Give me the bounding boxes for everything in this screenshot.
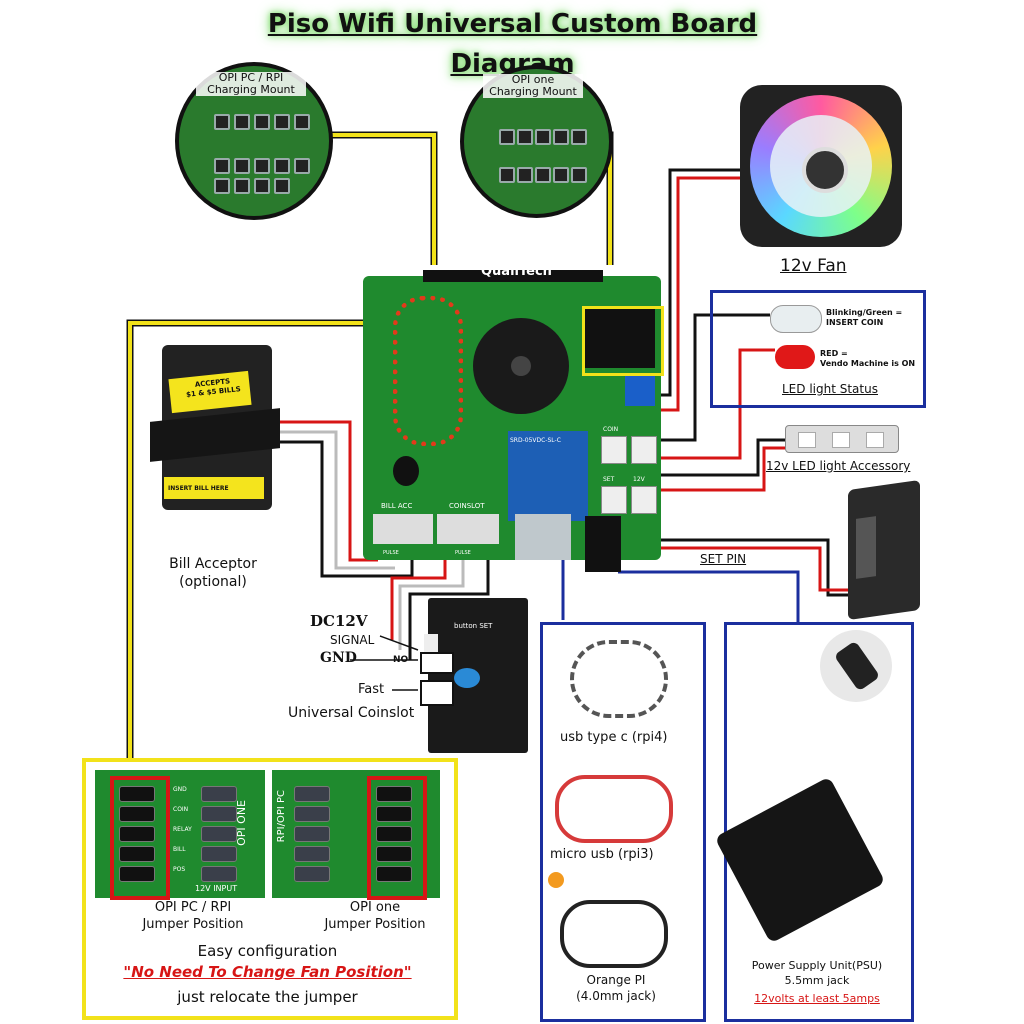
signal-label: SIGNAL (330, 633, 375, 647)
coiled-wire (393, 296, 463, 446)
bill-insert-text: INSERT BILL HERE (168, 485, 229, 492)
bill-acceptor-icon: ACCEPTS $1 & $5 BILLS INSERT BILL HERE (150, 345, 285, 525)
easy-config-label: Easy configuration (197, 942, 338, 960)
capacitor-icon (393, 456, 419, 486)
jumper-pc-label: OPI PC / RPI Jumper Position (142, 900, 244, 932)
psu-label: Power Supply Unit(PSU) 5.5mm jack (751, 959, 883, 987)
dc-jack-icon (585, 516, 621, 572)
led-status-box (710, 290, 926, 408)
pulse2-silk: PULSE (455, 550, 471, 556)
cable-options-box (540, 622, 706, 1022)
jp-pc-row-gnd: GND (173, 786, 187, 793)
set-silk: SET (603, 476, 615, 483)
board-brand: QualiTech (481, 264, 552, 279)
jumper-one-board: RPI/OPI PC (272, 770, 440, 900)
dc-cable-icon (560, 900, 668, 968)
pulse1-silk: PULSE (383, 550, 399, 556)
jumper-one-label: OPI one Jumper Position (324, 900, 426, 932)
micro-usb-cable-icon (555, 775, 673, 843)
usb-c-cable-icon (570, 640, 668, 718)
usb-c-label: usb type c (rpi4) (560, 730, 668, 745)
jumper-pc-board: GND COIN RELAY BILL POS OPI ONE 12V INPU… (95, 770, 265, 900)
jp-pc-row-coin: COIN (173, 806, 189, 813)
led-green-label: Blinking/Green = INSERT COIN (826, 308, 903, 327)
fan-icon (740, 85, 902, 247)
no-switch (420, 652, 454, 674)
no-label: NO (393, 655, 409, 665)
green-led-icon (770, 305, 822, 333)
universal-coinslot-icon: button SET (424, 598, 528, 753)
jumper-header (585, 306, 655, 368)
universal-coinslot-label: Universal Coinslot (288, 705, 415, 721)
coin-acceptor-icon (848, 479, 920, 621)
jp-pc-row-relay: RELAY (173, 826, 192, 833)
opi-one-mount-label: OPI one Charging Mount (483, 74, 583, 98)
orange-pi-label: Orange PI (4.0mm jack) (576, 973, 656, 1003)
dc-plug-icon (820, 630, 892, 702)
fast-switch (420, 680, 454, 706)
jp-one-side-label: RPI/OPI PC (276, 790, 287, 843)
fan-label: 12v Fan (780, 256, 847, 276)
gnd-label: GND (320, 650, 357, 666)
usb-port-icon (515, 514, 571, 560)
relay-label: SRD-05VDC-SL-C (510, 437, 561, 444)
v12-silk: 12V (633, 476, 645, 483)
page-title: Piso Wifi Universal Custom Board Diagram (267, 9, 758, 79)
coin-silk: COIN (603, 426, 619, 433)
jp-pc-side-label: OPI ONE (235, 800, 248, 846)
bill-acceptor-label: Bill Acceptor (optional) (169, 556, 257, 590)
led-accessory-label: 12v LED light Accessory (766, 459, 911, 473)
custom-board: QualiTech SRD-05VDC-SL-C COIN SET 12V BI… (363, 264, 661, 572)
jp-pc-row-pos: POS (173, 866, 186, 873)
psu-warning-label: 12volts at least 5amps (754, 992, 880, 1005)
relocate-label: just relocate the jumper (177, 988, 358, 1006)
button-set-label: button SET (454, 622, 493, 630)
jp-pc-input-label: 12V INPUT (195, 884, 238, 893)
fan-terminal (625, 376, 655, 406)
red-led-icon (775, 345, 815, 369)
coinslot-silk: COINSLOT (449, 502, 485, 510)
opi-pc-mount-label: OPI PC / RPI Charging Mount (196, 72, 306, 96)
orange-pi-logo-icon (548, 872, 564, 888)
led-red-label: RED = Vendo Machine is ON (820, 349, 916, 368)
relay-icon: SRD-05VDC-SL-C (508, 431, 588, 521)
led-strip-icon (785, 425, 899, 453)
micro-usb-label: micro usb (rpi3) (550, 847, 654, 862)
jumper-highlight (582, 306, 664, 376)
no-need-label: "No Need To Change Fan Position" (123, 963, 412, 981)
dc12v-label: DC12V (310, 612, 368, 630)
bill-acc-silk: BILL ACC (381, 502, 413, 510)
set-pin-label: SET PIN (700, 552, 747, 566)
psu-box (724, 622, 914, 1022)
jp-pc-row-bill: BILL (173, 846, 186, 853)
fast-label: Fast (358, 682, 385, 697)
led-status-label: LED light Status (782, 382, 878, 396)
